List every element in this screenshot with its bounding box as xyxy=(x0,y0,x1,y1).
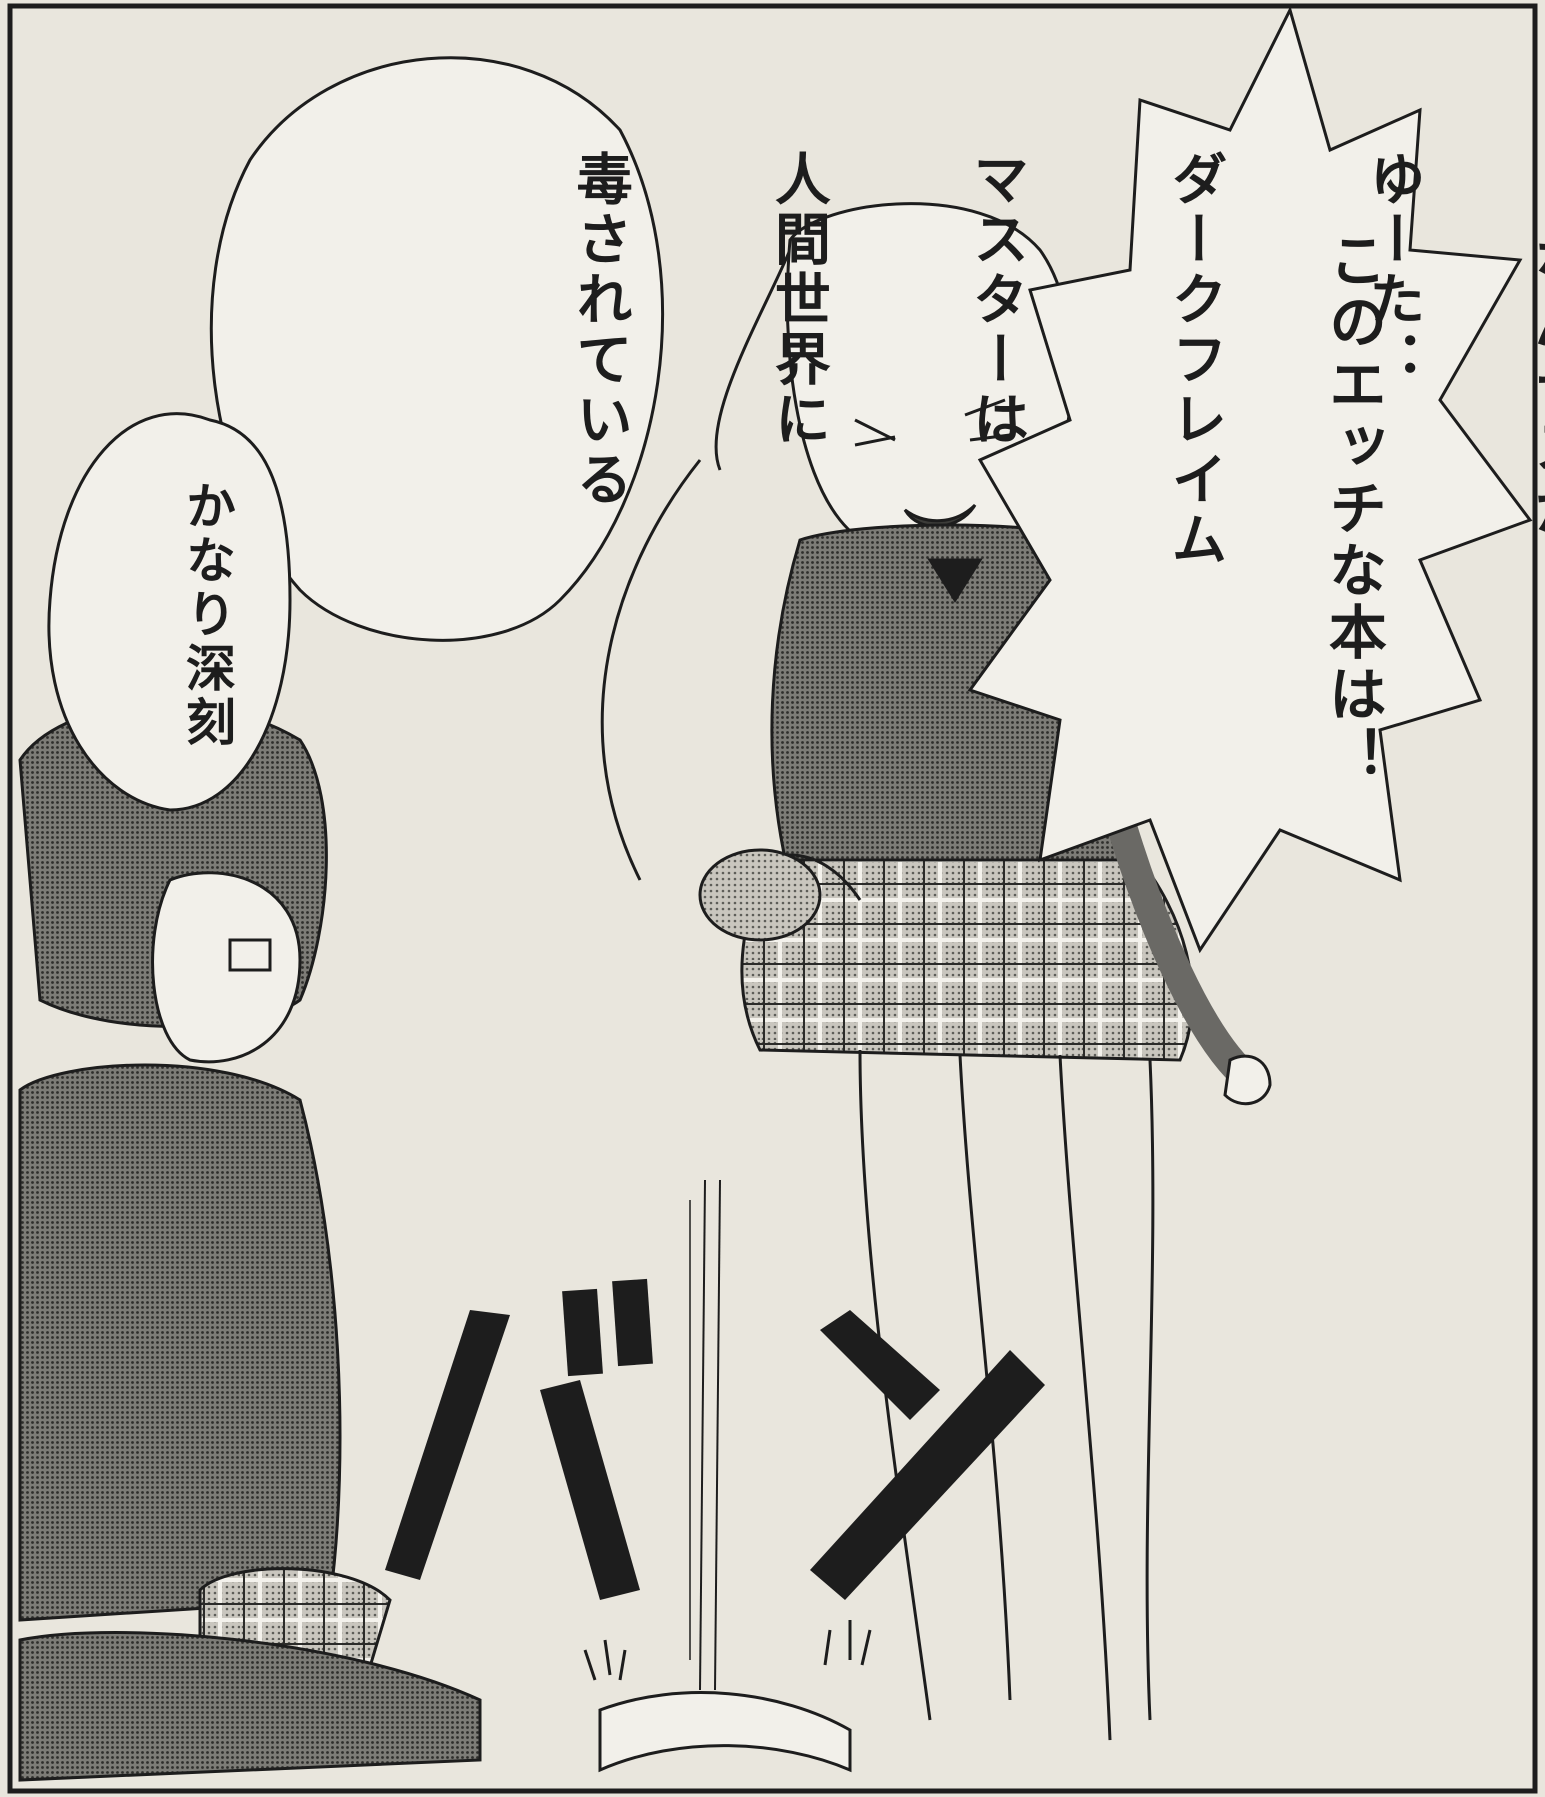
speech-left-top-line-4: 人間世界に xyxy=(765,150,831,450)
speech-left-bottom-line-1: かなり深刻 xyxy=(178,480,236,750)
speech-bubble-left-bottom xyxy=(47,412,292,812)
speech-right-line-2: このエッチな本は！ xyxy=(1318,230,1387,788)
speech-right-line-1: なんデスか！ xyxy=(1524,230,1545,602)
speech-left-top-line-3: マスターは xyxy=(963,150,1029,450)
speech-right-text: なんデスか！ このエッチな本は！ xyxy=(1250,230,1545,788)
sound-effect-ban xyxy=(385,1278,1045,1600)
boy-figure xyxy=(18,702,482,1782)
speech-bubble-right xyxy=(967,5,1533,954)
panel-border xyxy=(7,3,1538,1794)
falling-book xyxy=(583,1179,872,1773)
speech-left-top-line-5: 毒されている xyxy=(567,150,633,510)
speech-bubble-left-top xyxy=(209,56,665,642)
speech-left-bottom-text: かなり深刻 xyxy=(118,480,354,750)
speech-left-top-text: ゆーた： ダークフレイム マスターは 人間世界に 毒されている xyxy=(500,150,1545,570)
speech-left-top-line-2: ダークフレイム xyxy=(1161,150,1227,570)
speech-left-top-line-1: ゆーた： xyxy=(1360,150,1426,390)
